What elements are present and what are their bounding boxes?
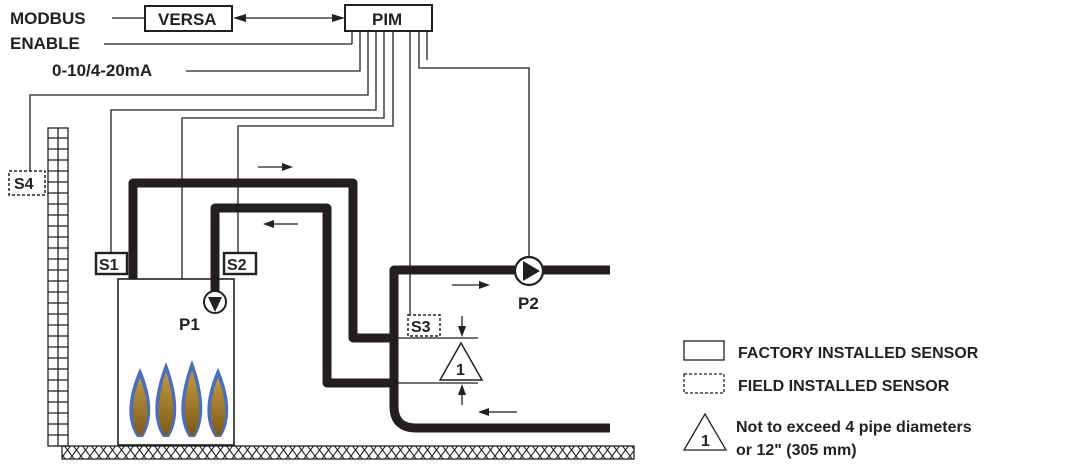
modbus-label: MODBUS xyxy=(10,9,86,28)
legend-field-label: FIELD INSTALLED SENSOR xyxy=(738,378,950,395)
arrow-right-head xyxy=(332,14,345,22)
analog-signal-label: 0-10/4-20mA xyxy=(52,61,152,80)
burner-flames xyxy=(129,360,229,437)
legend-note-triangle-icon xyxy=(682,412,728,451)
brick-wall xyxy=(47,127,69,447)
flow-arrow-system-supply xyxy=(452,281,490,289)
boiler-supply-pipe xyxy=(128,178,394,343)
legend-factory-label: FACTORY INSTALLED SENSOR xyxy=(738,345,979,362)
flow-arrow-system-return xyxy=(478,408,517,416)
pim-box xyxy=(344,4,433,32)
sensor-s4-label: S4 xyxy=(14,176,34,193)
versa-box xyxy=(144,5,233,32)
sensor-s2-box xyxy=(222,251,258,276)
sensor-s3-label: S3 xyxy=(411,319,431,336)
sensor-s3-box xyxy=(407,314,441,337)
arrow-left-head xyxy=(233,14,246,22)
wire-s4 xyxy=(29,31,369,172)
analog-line xyxy=(186,30,361,72)
flow-arrow-supply xyxy=(258,163,293,171)
wire-s2 xyxy=(237,31,394,254)
legend-note-line2: or 12" (305 mm) xyxy=(736,442,857,459)
system-supply-pipe xyxy=(389,265,610,292)
sensor-s1-label: S1 xyxy=(99,257,119,274)
brick-courses xyxy=(48,137,68,436)
floor-hatch xyxy=(61,445,635,460)
dimension-marker xyxy=(397,316,478,405)
wire-p2 xyxy=(418,31,530,256)
legend-note-line1: Not to exceed 4 pipe diameters xyxy=(736,419,972,436)
wire-s1 xyxy=(110,31,377,254)
sensor-s2-label: S2 xyxy=(227,257,247,274)
legend-field-swatch xyxy=(683,373,725,394)
sensor-s4-box xyxy=(8,170,46,196)
legend-note-number: 1 xyxy=(701,433,710,450)
enable-label: ENABLE xyxy=(10,34,80,53)
note-1-triangle-icon xyxy=(438,341,484,381)
pump-p1-icon xyxy=(203,290,227,314)
pim-label: PIM xyxy=(372,10,402,29)
wire-s3 xyxy=(409,31,423,319)
pump-p1-label: P1 xyxy=(179,315,200,334)
sensor-s1-box xyxy=(94,251,129,276)
pump-p2-label: P2 xyxy=(518,294,539,313)
system-return-pipe xyxy=(389,292,610,433)
boiler-return-pipe xyxy=(210,203,394,388)
pump-p2-icon xyxy=(513,255,545,287)
versa-label: VERSA xyxy=(158,10,217,29)
legend-factory-swatch xyxy=(683,340,725,361)
note-1-number: 1 xyxy=(456,362,465,379)
flow-arrow-return xyxy=(263,220,298,228)
